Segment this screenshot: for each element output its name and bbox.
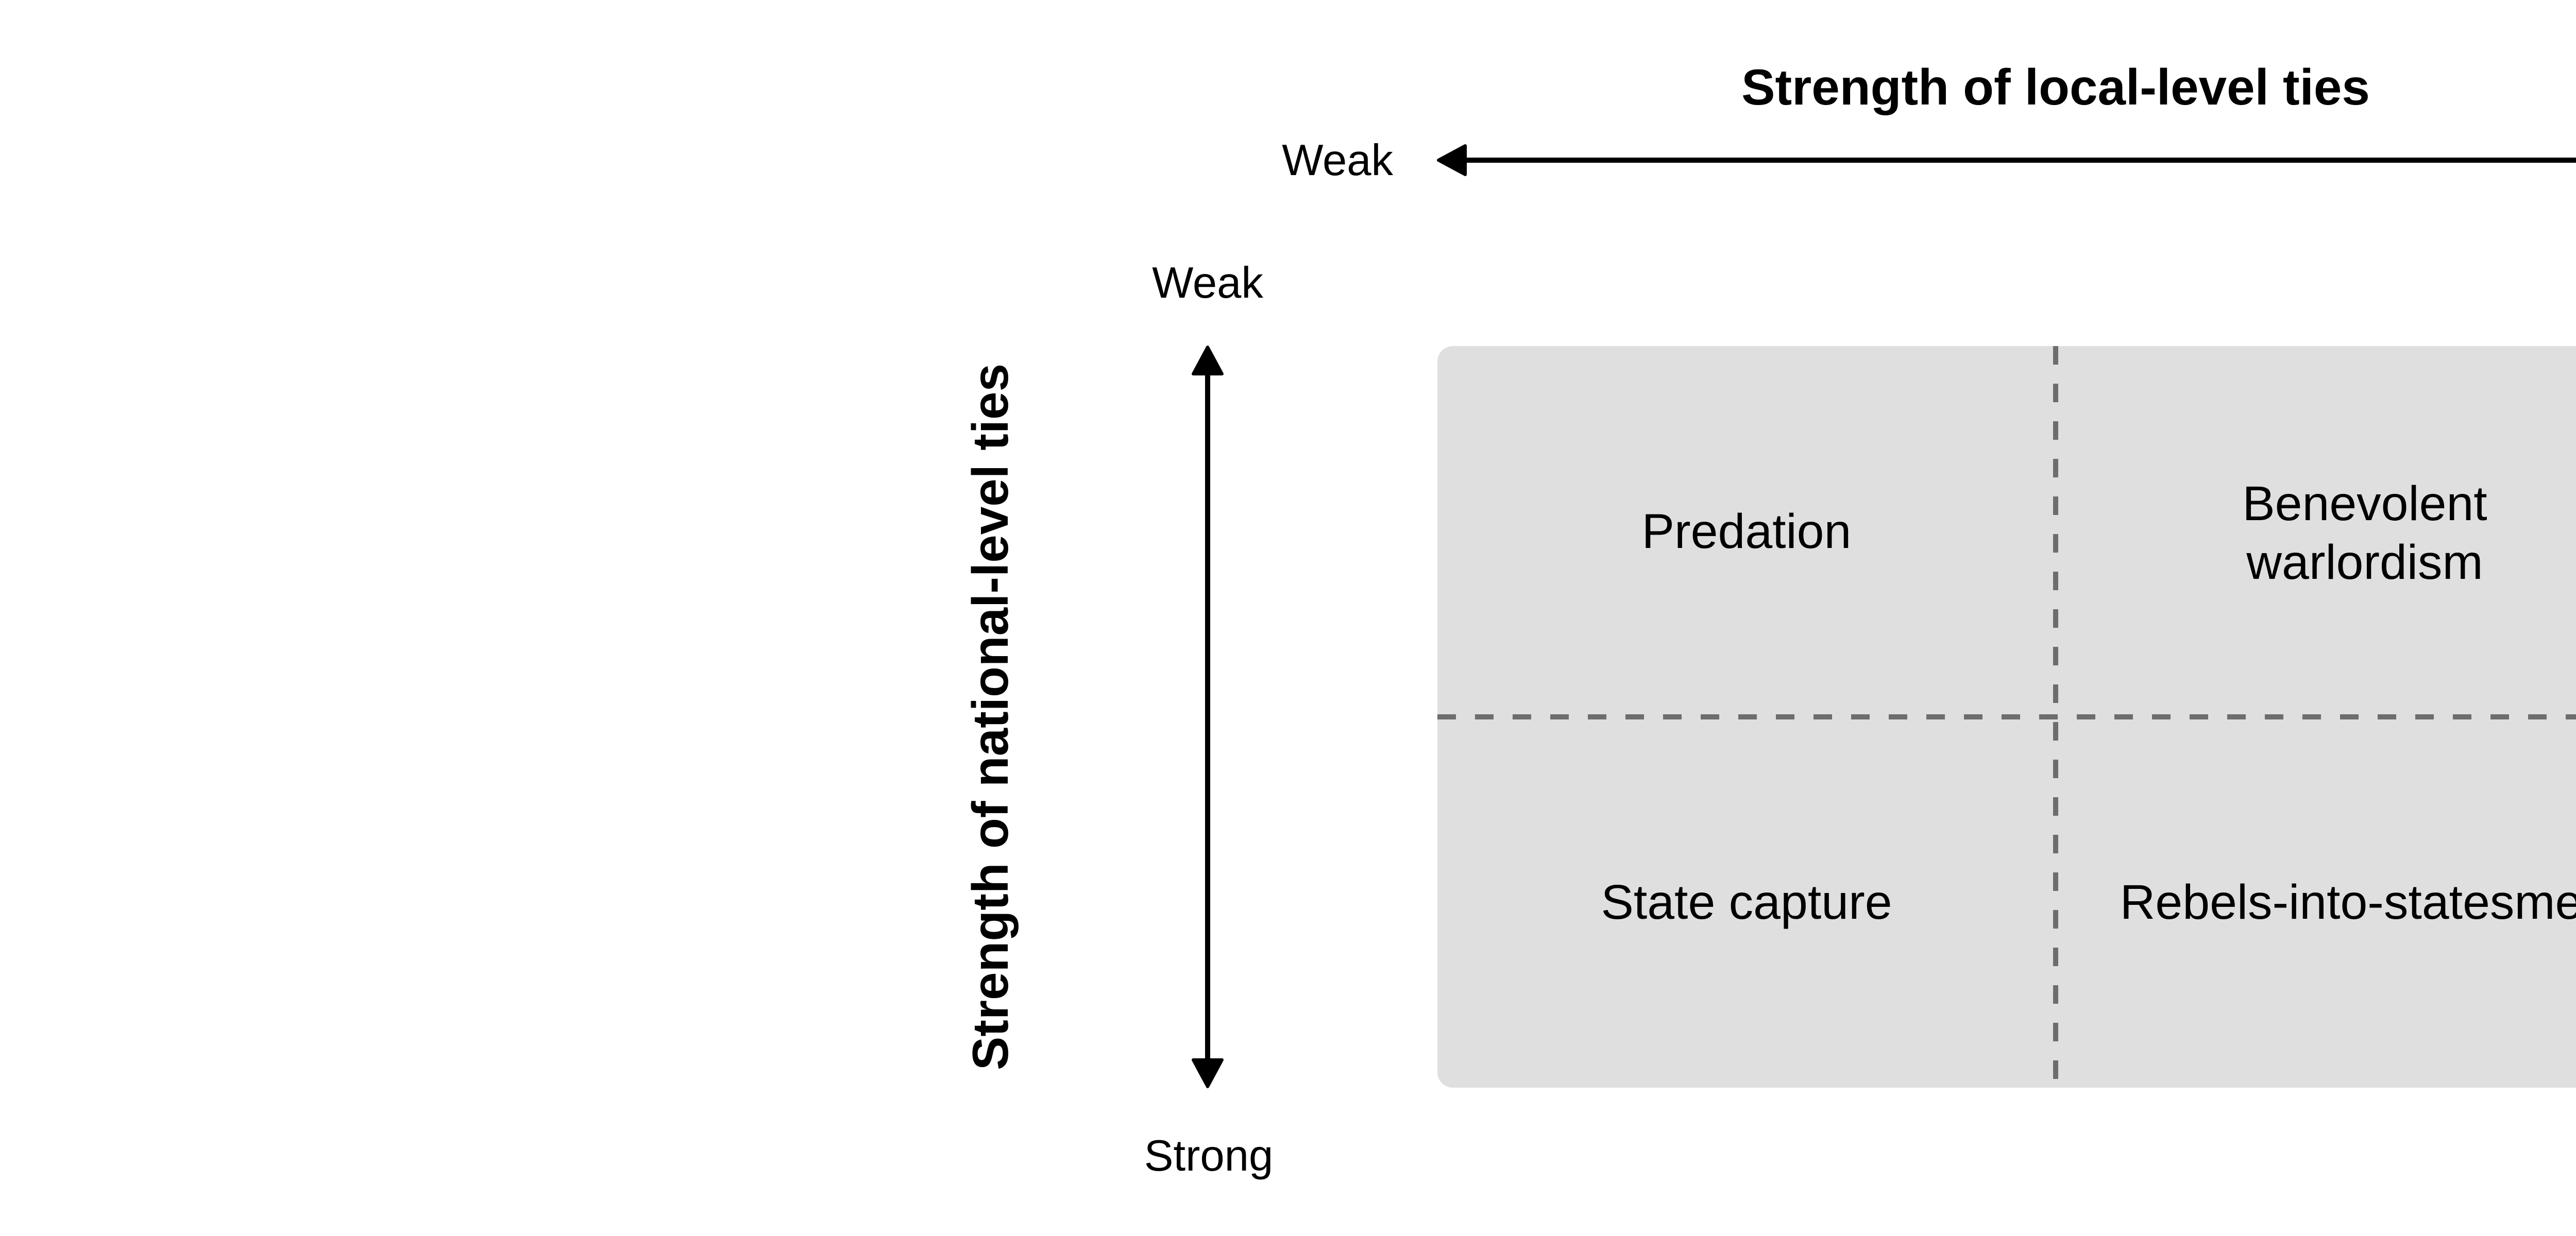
local-ties-weak-label: Weak [1282, 136, 1393, 185]
quadrant-label-predation: Predation [1641, 504, 1852, 559]
local-ties-axis-double-arrow [1437, 144, 2576, 176]
quadrant-label-rebels-into-statesmen: Rebels-into-statesmen [2120, 875, 2576, 930]
national-ties-axis-double-arrow [1192, 346, 1224, 1088]
quadrant-label-benevolent-warlordism: Benevolent warlordism [2242, 476, 2487, 590]
national-ties-strong-label: Strong [1144, 1131, 1274, 1180]
national-ties-weak-label: Weak [1152, 259, 1263, 307]
arrow-up-head-icon [1192, 346, 1224, 375]
arrow-down-head-icon [1192, 1058, 1224, 1088]
arrow-left-head-icon [1437, 144, 1467, 176]
local-ties-axis-title: Strength of local-level ties [1741, 59, 2370, 115]
quadrant-label-state-capture: State capture [1601, 875, 1892, 930]
national-ties-axis-title: Strength of national-level ties [962, 363, 1019, 1071]
